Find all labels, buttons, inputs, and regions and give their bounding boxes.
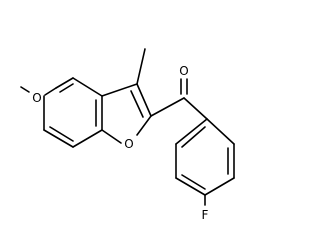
bond-c7a-c7 [72,129,103,148]
bond-c5-c4 [55,77,74,89]
bond-ph-3-4 [204,177,235,196]
bond-methoxy-o-ring [44,87,57,96]
bond-c3-methyl [136,48,146,85]
bond-ph-4-5 [175,177,206,196]
bond-c7-c6-inner [49,126,74,142]
bond-o1-c7a [101,129,122,144]
fluorine-label: F [202,208,209,222]
bond-ph-6-1 [175,118,208,145]
bond-ph-6-1-inner [181,126,206,148]
bond-c2-carbonyl [150,97,185,117]
bond-c2-o1 [136,115,152,136]
bond-carbonyl-ring [183,97,208,120]
bond-c3a-c3 [101,83,138,97]
methoxy-oxygen-label: O [32,91,41,105]
bond-c3-c2-inner [130,90,144,118]
molecule-diagram: O O O F [20,48,235,222]
bond-c7-c6 [43,129,74,148]
atom-labels: O O O F [32,64,208,222]
bond-ph-4-5-inner [181,174,206,190]
bond-methyl-methoxy-o [20,86,30,93]
bond-ph-1-2 [206,118,235,145]
bond-c3-c2 [136,83,152,117]
furan-oxygen-label: O [124,137,133,151]
bond-c4-c3a [72,77,103,97]
bonds [20,48,235,206]
bond-c5-c4-inner [59,83,74,93]
carbonyl-oxygen-label: O [179,64,188,78]
